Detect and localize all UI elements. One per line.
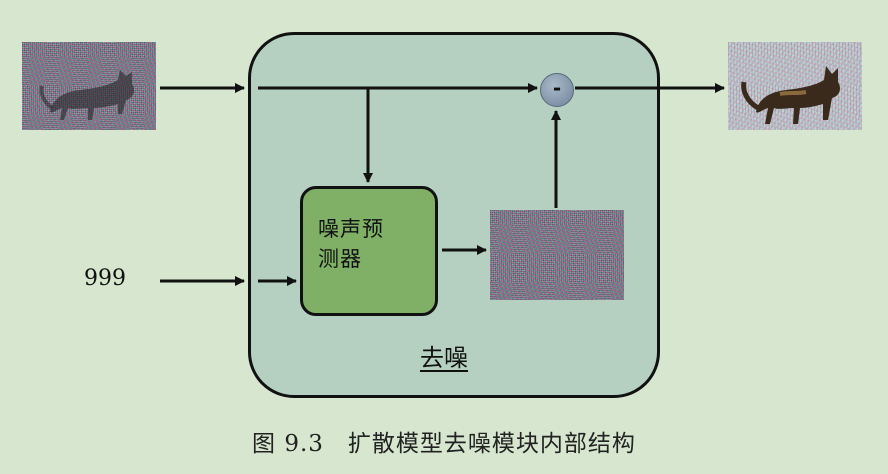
noise-predictor-box: [300, 186, 438, 316]
subtract-node: [540, 73, 574, 107]
module-label: 去噪: [420, 344, 468, 372]
noise-predictor-label-line1: 噪声预: [318, 217, 384, 241]
timestep-label: 999: [84, 266, 126, 291]
denoised-output-image: [728, 42, 862, 130]
noisy-input-image: [22, 42, 156, 130]
subtract-symbol: -: [552, 76, 562, 100]
cat-silhouette: [741, 66, 840, 124]
predicted-noise-image: [490, 210, 624, 300]
noise-predictor-label-line2: 测器: [318, 247, 362, 271]
figure-caption: 图 9.3 扩散模型去噪模块内部结构: [252, 431, 636, 457]
cat-silhouette: [39, 70, 134, 120]
noise-predictor-label: 噪声预 测器: [318, 214, 428, 274]
